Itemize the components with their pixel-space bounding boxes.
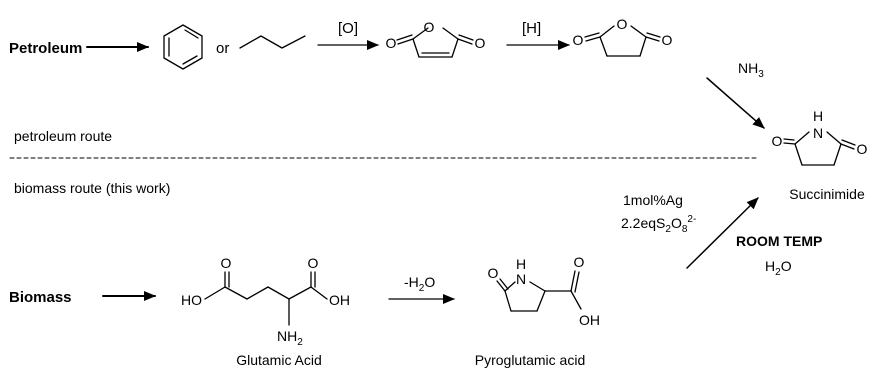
reduction-reagent: [H] [522, 20, 541, 37]
pyroglutamic-hydroxyl: OH [579, 312, 600, 328]
glutamic-oxygen-right: O [308, 255, 319, 271]
glutamic-hydroxyl-left: HO [181, 292, 202, 308]
petroleum-label: Petroleum [9, 40, 82, 57]
butane-structure [239, 35, 306, 49]
solvent-label: H2O [765, 258, 792, 278]
catalyst-label: 1mol%Ag [623, 192, 683, 208]
glutamic-hydroxyl-right-h: H [340, 292, 350, 308]
glutamic-hydroxyl-left-h: H [181, 292, 191, 308]
oxidant-oxygen: O [671, 215, 682, 231]
maleic-carbonyl-oxygen-right: O [475, 35, 486, 51]
oxidation-reagent: [O] [338, 20, 358, 37]
succinimide-structure [783, 131, 856, 166]
succinimide-name: Succinimide [789, 186, 865, 202]
ammonia-reagent: NH3 [738, 60, 764, 80]
pyroglutamic-nitrogen: N [516, 271, 526, 287]
pyroglutamic-hydroxyl-h: H [590, 312, 600, 328]
succinic-carbonyl-oxygen-right: O [662, 32, 673, 48]
solvent-text: H [765, 258, 775, 274]
succinimide-nitrogen: N [813, 125, 823, 141]
glutamic-hydroxyl-left-o: O [191, 292, 202, 308]
maleic-ring-oxygen: O [424, 19, 435, 35]
solvent-oxygen: O [781, 258, 792, 274]
ammonia-subscript: 3 [758, 69, 764, 80]
dehydration-subscript: 2 [419, 283, 425, 294]
dehydration-text: -H [404, 274, 419, 290]
ammonia-text: NH [738, 60, 758, 76]
glutamic-hydroxyl-right: OH [329, 292, 350, 308]
glutamic-amine-h: H [287, 328, 297, 344]
pyroglutamic-acid-carbonyl-oxygen: O [574, 254, 585, 270]
glutamic-amine-subscript: 2 [297, 337, 303, 348]
arrow-ammonia [706, 77, 765, 129]
glutamic-oxygen-left: O [221, 255, 232, 271]
or-label: or [216, 40, 229, 57]
biomass-label: Biomass [9, 289, 72, 306]
glutamic-acid-structure [204, 271, 328, 326]
dehydration-label: -H2O [404, 274, 435, 294]
pyroglutamic-ring-carbonyl-oxygen: O [488, 265, 499, 281]
pyroglutamic-acid-structure [496, 270, 582, 312]
arrow-oxidative-decarboxylation [686, 197, 759, 269]
pyroglutamic-n-hydrogen: H [516, 256, 526, 272]
glutamic-amine-n: N [277, 328, 287, 344]
glutamic-amine: NH2 [277, 328, 303, 348]
pyroglutamic-acid-name: Pyroglutamic acid [475, 352, 586, 368]
succinimide-oxygen-right: O [857, 141, 868, 157]
succinimide-n-hydrogen: H [813, 108, 823, 124]
glutamic-hydroxyl-right-o: O [329, 292, 340, 308]
solvent-subscript: 2 [775, 267, 781, 278]
succinic-carbonyl-oxygen-left: O [573, 32, 584, 48]
maleic-anhydride-structure [396, 27, 474, 58]
room-temp-label: ROOM TEMP [736, 233, 822, 249]
maleic-carbonyl-oxygen-left: O [386, 35, 397, 51]
oxidant-text: 2.2eqS [621, 215, 665, 231]
petroleum-route-label: petroleum route [14, 128, 112, 144]
oxidant-charge: 2- [687, 214, 696, 225]
pyroglutamic-hydroxyl-o: O [579, 312, 590, 328]
succinimide-oxygen-left: O [772, 133, 783, 149]
biomass-route-label: biomass route (this work) [14, 180, 170, 196]
dehydration-oxygen: O [424, 274, 435, 290]
oxidant-subscript-2: 8 [682, 224, 688, 235]
glutamic-acid-name: Glutamic Acid [236, 352, 322, 368]
benzene-structure [163, 24, 203, 70]
succinic-ring-oxygen: O [617, 16, 628, 32]
oxidant-subscript-1: 2 [665, 224, 671, 235]
oxidant-label: 2.2eqS2O82- [621, 214, 696, 235]
succinic-anhydride-structure [584, 25, 661, 57]
